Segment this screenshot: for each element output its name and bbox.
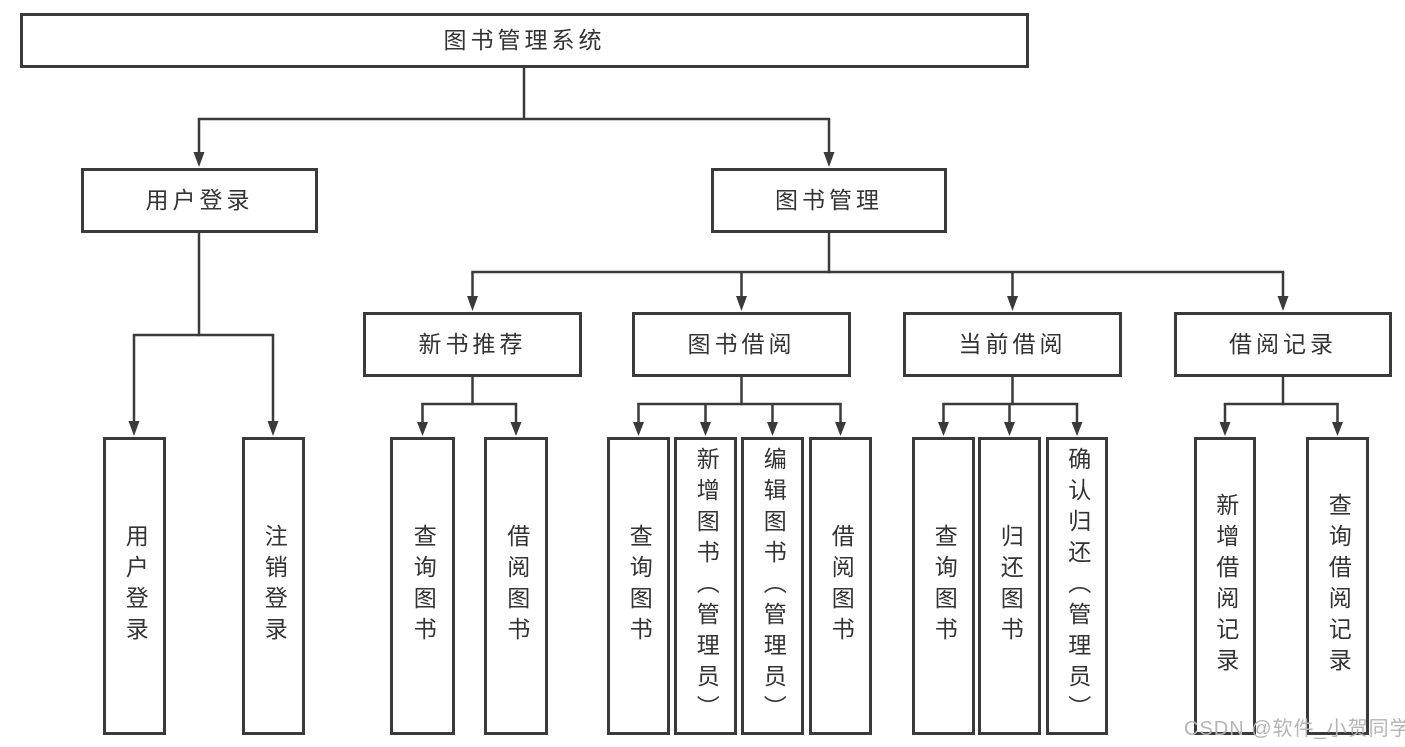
leaf-query-book-recommend-label: 查询图书 — [410, 524, 437, 648]
watermark: CSDN @软件_小贺同学 — [1184, 718, 1405, 740]
node-borrow-records-label: 借阅记录 — [1229, 330, 1337, 357]
leaf-return-book: 归还图书 — [978, 437, 1041, 735]
leaf-borrow-book-label: 借阅图书 — [828, 524, 855, 648]
node-book-borrow-label: 图书借阅 — [687, 330, 796, 357]
leaf-query-book-borrow: 查询图书 — [607, 437, 670, 735]
node-book-management-label: 图书管理 — [775, 186, 883, 213]
leaf-borrow-book: 借阅图书 — [809, 437, 872, 735]
node-book-management: 图书管理 — [711, 168, 947, 233]
node-new-book-recommend-label: 新书推荐 — [418, 330, 527, 357]
node-user-login-label: 用户登录 — [145, 186, 254, 213]
node-current-borrow: 当前借阅 — [903, 312, 1122, 377]
leaf-add-borrow-record: 新增借阅记录 — [1194, 437, 1256, 735]
node-current-borrow-label: 当前借阅 — [958, 330, 1067, 357]
node-book-borrow: 图书借阅 — [632, 312, 851, 377]
leaf-query-book-borrow-label: 查询图书 — [626, 524, 653, 648]
leaf-edit-book-admin: 编辑图书（管理员） — [741, 437, 804, 735]
leaf-borrow-book-recommend-label: 借阅图书 — [503, 524, 530, 648]
node-library-system: 图书管理系统 — [20, 13, 1029, 68]
leaf-borrow-book-recommend: 借阅图书 — [484, 437, 548, 735]
leaf-query-borrow-record-label: 查询借阅记录 — [1325, 493, 1352, 679]
node-library-system-label: 图书管理系统 — [443, 26, 606, 53]
leaf-query-book-current-label: 查询图书 — [931, 524, 958, 648]
leaf-confirm-return-admin-label: 确认归还（管理员） — [1064, 446, 1091, 726]
leaf-user-login: 用户登录 — [103, 437, 166, 735]
leaf-confirm-return-admin: 确认归还（管理员） — [1046, 437, 1108, 735]
leaf-user-login-label: 用户登录 — [122, 524, 149, 648]
connector-paths — [132, 67, 1339, 424]
node-borrow-records: 借阅记录 — [1174, 312, 1392, 377]
leaf-edit-book-admin-label: 编辑图书（管理员） — [760, 446, 787, 726]
leaf-add-borrow-record-label: 新增借阅记录 — [1212, 493, 1239, 679]
leaf-query-book-current: 查询图书 — [912, 437, 975, 735]
leaf-logout-login: 注销登录 — [242, 437, 305, 735]
leaf-query-book-recommend: 查询图书 — [390, 437, 455, 735]
leaf-add-book-admin: 新增图书（管理员） — [674, 437, 737, 735]
leaf-add-book-admin-label: 新增图书（管理员） — [693, 446, 720, 726]
arrowhead-icons — [128, 152, 1343, 436]
leaf-return-book-label: 归还图书 — [997, 524, 1024, 648]
leaf-logout-login-label: 注销登录 — [261, 524, 288, 648]
node-user-login: 用户登录 — [81, 168, 318, 233]
node-new-book-recommend: 新书推荐 — [363, 312, 582, 377]
leaf-query-borrow-record: 查询借阅记录 — [1306, 437, 1369, 735]
